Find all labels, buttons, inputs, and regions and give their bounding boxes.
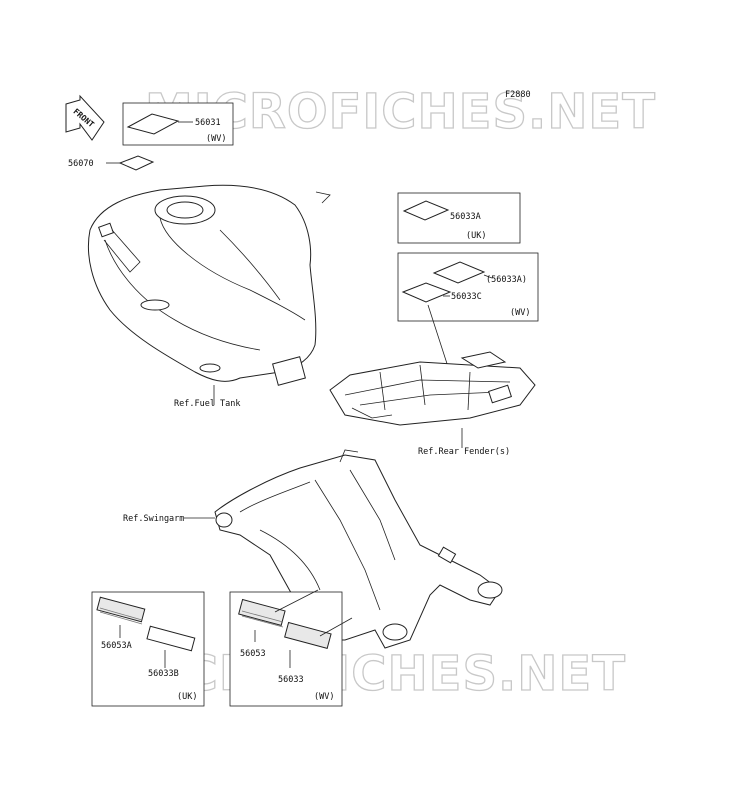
label-box-56031 [122,102,234,146]
region-tag-uk-bottom: (UK) [177,692,197,702]
label-56033A-wv [432,261,486,284]
fuel-tank [87,184,331,386]
label-56033B [146,625,196,652]
ref-swingarm: Ref.Swingarm [123,514,184,524]
label-box-56033A-uk [397,192,521,244]
ref-fuel-tank: Ref.Fuel Tank [174,399,241,409]
label-56053A [96,596,146,623]
label-56031 [126,113,180,135]
part-56033B: 56033B [148,669,179,679]
ref-rear-fender: Ref.Rear Fender(s) [418,447,510,457]
part-56033A-uk: 56033A [450,212,481,222]
region-tag-wv-right: (WV) [510,308,530,318]
part-56031: 56031 [195,118,221,128]
part-56053A: 56053A [101,641,132,651]
part-56033C: 56033C [451,292,482,302]
label-56033C [401,282,452,303]
front-arrow-icon: FRONT [65,94,105,141]
label-box-56033C-wv [397,252,539,322]
part-56070: 56070 [68,159,94,169]
label-56033A-uk [402,200,450,221]
label-56070 [118,155,155,171]
region-tag-wv-bottom: (WV) [314,692,334,702]
part-56053: 56053 [240,649,266,659]
region-tag-uk-right: (UK) [466,231,486,241]
swingarm [214,449,503,649]
label-56053 [238,598,286,627]
region-tag-wv-top: (WV) [206,134,226,144]
rear-fender [329,351,536,426]
part-56033A-wv: (56033A) [486,275,527,285]
label-56033 [284,621,332,650]
part-56033: 56033 [278,675,304,685]
figure-code: F2880 [505,90,531,100]
